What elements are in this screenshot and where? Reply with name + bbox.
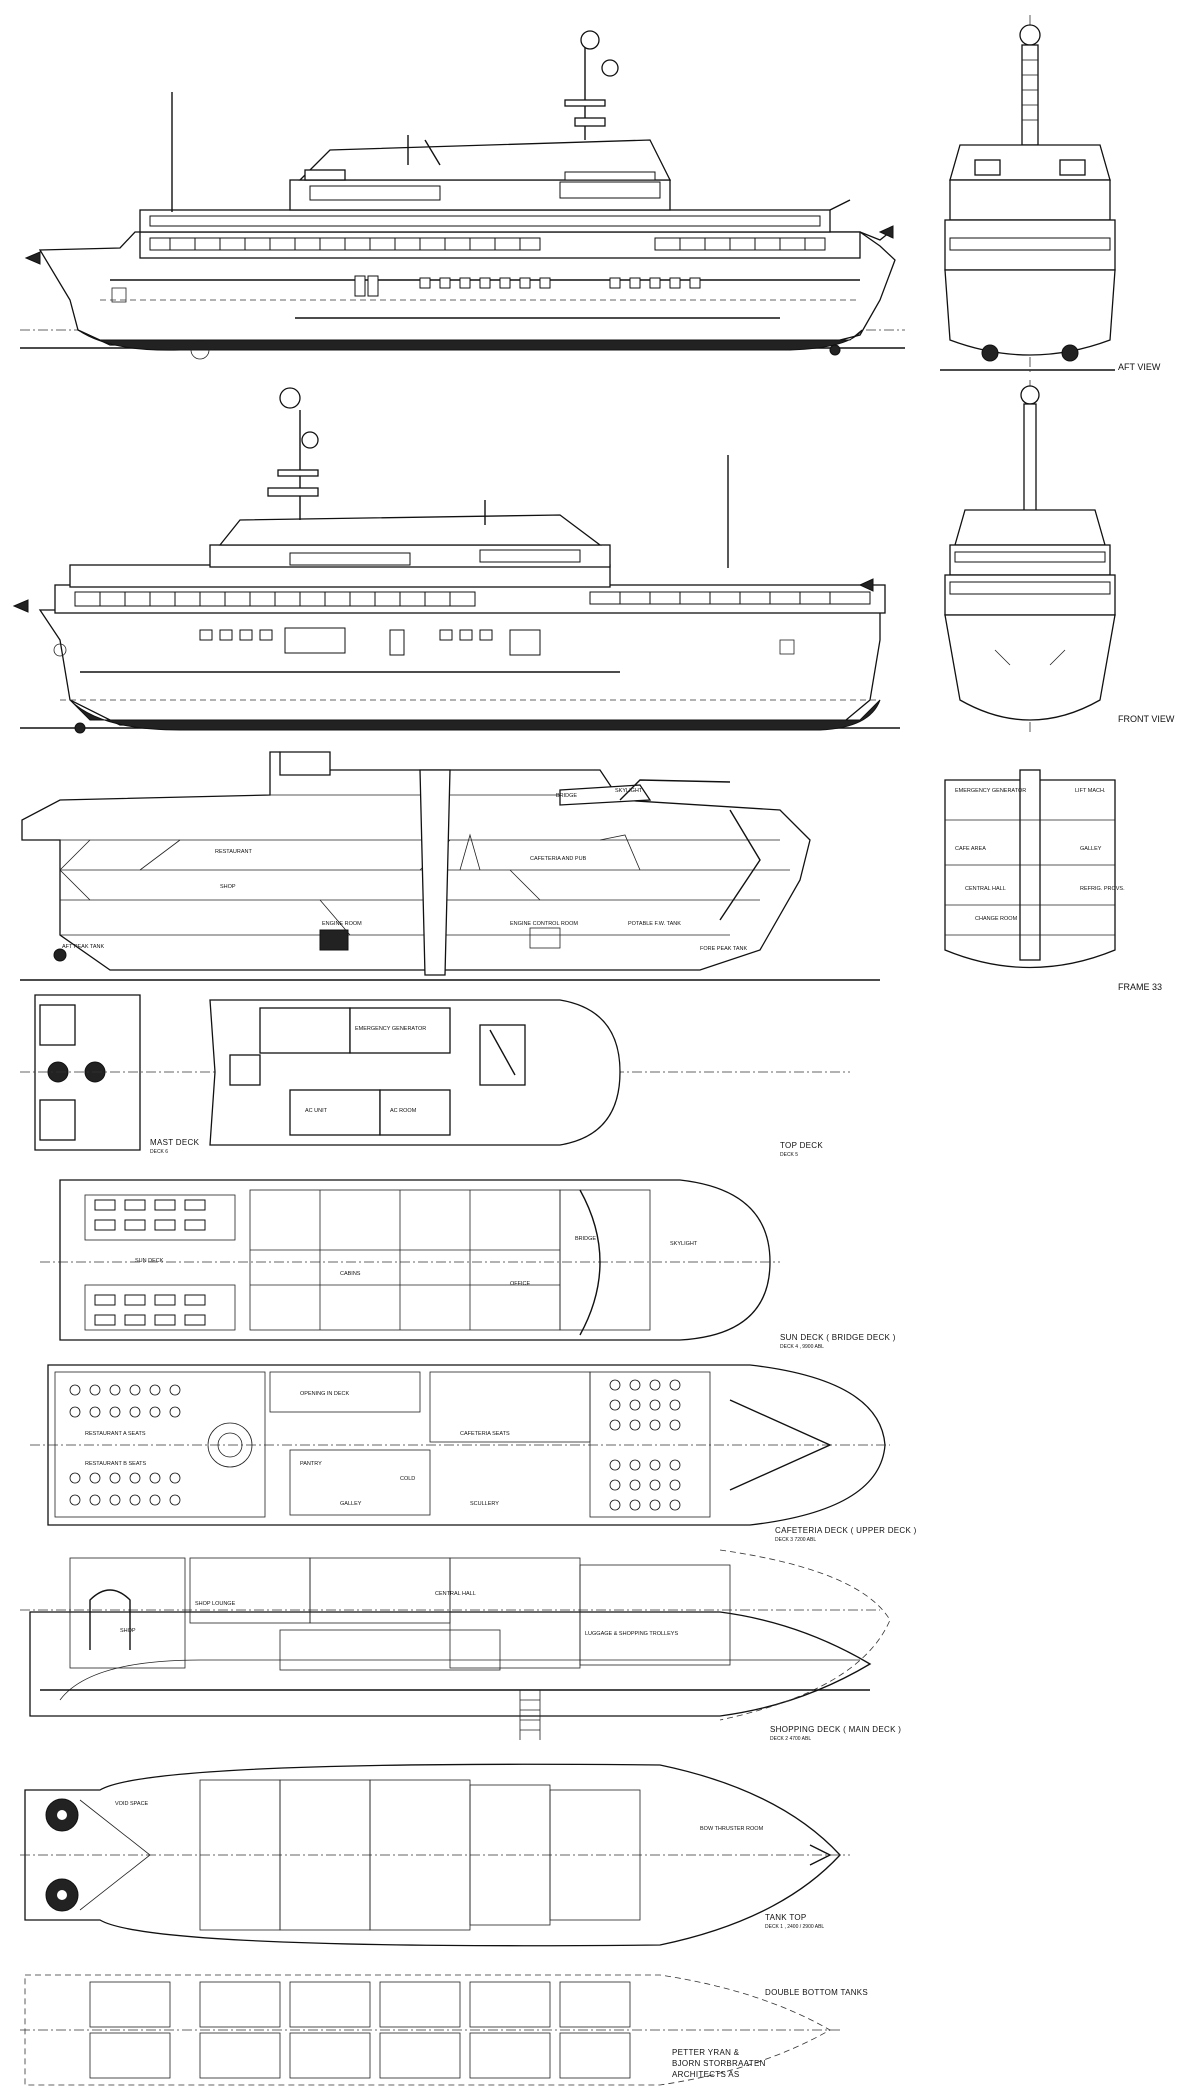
propeller (829, 344, 841, 356)
svg-text:LIFT MACH.: LIFT MACH. (1075, 788, 1106, 794)
side-profile-starboard (20, 30, 905, 360)
svg-text:RESTAURANT B SEATS: RESTAURANT B SEATS (85, 1461, 146, 1467)
frame-33-section: EMERGENCY GENERATOR LIFT MACH. CAFE AREA… (944, 769, 1162, 992)
engine (319, 929, 349, 951)
flag-aft (24, 251, 41, 265)
svg-text:DECK 2 4700 ABL: DECK 2 4700 ABL (770, 1736, 811, 1742)
svg-text:ENGINE CONTROL ROOM: ENGINE CONTROL ROOM (510, 921, 578, 927)
svg-text:VOID SPACE: VOID SPACE (115, 1801, 149, 1807)
svg-text:DECK 5: DECK 5 (780, 1152, 798, 1158)
double-bottom-title: DOUBLE BOTTOM TANKS (765, 1988, 868, 1997)
svg-text:COLD: COLD (400, 1476, 415, 1482)
svg-text:EMERGENCY GENERATOR: EMERGENCY GENERATOR (955, 788, 1026, 794)
svg-text:SHOP: SHOP (220, 884, 236, 890)
tank-top-plan: BOW THRUSTER ROOM VOID SPACE TANK TOP DE… (20, 1763, 850, 1947)
svg-text:BJORN STORBRAATEN: BJORN STORBRAATEN (672, 2059, 766, 2068)
svg-text:FORE PEAK TANK: FORE PEAK TANK (700, 946, 748, 952)
svg-text:GALLEY: GALLEY (1080, 846, 1102, 852)
double-bottom-plan: DOUBLE BOTTOM TANKS (20, 1974, 868, 2086)
svg-text:REFRIG. PROVS.: REFRIG. PROVS. (1080, 886, 1125, 892)
svg-text:CAFE AREA: CAFE AREA (955, 846, 986, 852)
aft-view: AFT VIEW (940, 15, 1161, 375)
flag-bow (878, 225, 894, 239)
svg-text:SCULLERY: SCULLERY (470, 1501, 499, 1507)
svg-text:PANTRY: PANTRY (300, 1461, 322, 1467)
svg-text:EMERGENCY GENERATOR: EMERGENCY GENERATOR (355, 1026, 426, 1032)
underwater-hull (77, 329, 863, 351)
svg-text:AC ROOM: AC ROOM (390, 1108, 417, 1114)
cafeteria-deck-plan: OPENING IN DECK RESTAURANT A SEATS RESTA… (30, 1364, 917, 1543)
svg-text:BRIDGE: BRIDGE (575, 1236, 596, 1242)
aft-view-hull (944, 269, 1116, 356)
shopping-deck-plan: SHOP LOUNGE SHOP CENTRAL HALL LUGGAGE & … (20, 1549, 901, 1742)
tables-restaurant (69, 1384, 181, 1506)
svg-text:ARCHITECTS AS: ARCHITECTS AS (672, 2070, 739, 2079)
front-view-label: FRONT VIEW (1118, 714, 1175, 724)
svg-text:CAFETERIA AND PUB: CAFETERIA AND PUB (530, 856, 587, 862)
svg-text:CENTRAL HALL: CENTRAL HALL (435, 1591, 476, 1597)
svg-text:RESTAURANT A SEATS: RESTAURANT A SEATS (85, 1431, 146, 1437)
shopping-deck-title: SHOPPING DECK ( MAIN DECK ) (770, 1725, 901, 1734)
svg-text:OPENING IN DECK: OPENING IN DECK (300, 1391, 350, 1397)
double-bottom-outline (24, 1974, 831, 2086)
svg-text:OFFICE: OFFICE (510, 1281, 530, 1287)
svg-text:ENGINE ROOM: ENGINE ROOM (322, 921, 362, 927)
svg-text:DECK 4 , 9900 ABL: DECK 4 , 9900 ABL (780, 1344, 824, 1350)
svg-text:DECK 6: DECK 6 (150, 1149, 168, 1155)
svg-text:CENTRAL HALL: CENTRAL HALL (965, 886, 1006, 892)
svg-text:RESTAURANT: RESTAURANT (215, 849, 253, 855)
longitudinal-section: BRIDGE SKYLIGHT RESTAURANT CAFETERIA AND… (20, 751, 880, 981)
mast-deck-plan: MAST DECK DECK 6 (20, 994, 850, 1155)
architect-credit: PETTER YRAN & BJORN STORBRAATEN ARCHITEC… (672, 2048, 766, 2079)
svg-text:SHOP LOUNGE: SHOP LOUNGE (195, 1601, 236, 1607)
svg-text:AFT PEAK TANK: AFT PEAK TANK (62, 944, 105, 950)
svg-text:PETTER YRAN &: PETTER YRAN & (672, 2048, 740, 2057)
svg-text:BOW THRUSTER ROOM: BOW THRUSTER ROOM (700, 1826, 764, 1832)
svg-text:SUN DECK: SUN DECK (135, 1258, 164, 1264)
side-profile-port (12, 387, 900, 734)
svg-text:POTABLE F.W. TANK: POTABLE F.W. TANK (628, 921, 681, 927)
svg-text:AC UNIT: AC UNIT (305, 1108, 328, 1114)
frame-label: FRAME 33 (1118, 982, 1162, 992)
sun-deck-title: SUN DECK ( BRIDGE DECK ) (780, 1333, 896, 1342)
svg-text:CABINS: CABINS (340, 1271, 361, 1277)
svg-text:DECK 1 , 2400 / 2900 ABL: DECK 1 , 2400 / 2900 ABL (765, 1924, 824, 1930)
cafeteria-deck-title: CAFETERIA DECK ( UPPER DECK ) (775, 1526, 917, 1535)
stair-trunk (419, 769, 451, 976)
top-deck-title: TOP DECK (780, 1141, 823, 1150)
hull-port (38, 609, 881, 726)
front-view-hull (944, 614, 1116, 721)
svg-text:SKYLIGHT: SKYLIGHT (615, 788, 643, 794)
section-outline (21, 751, 811, 971)
front-view: FRONT VIEW (944, 380, 1175, 735)
svg-text:SKYLIGHT: SKYLIGHT (670, 1241, 698, 1247)
tables-cafeteria (609, 1379, 681, 1511)
svg-text:BRIDGE: BRIDGE (556, 793, 577, 799)
portholes (354, 275, 701, 297)
svg-text:CAFETERIA SEATS: CAFETERIA SEATS (460, 1431, 510, 1437)
aft-view-label: AFT VIEW (1118, 362, 1161, 372)
svg-text:CHANGE ROOM: CHANGE ROOM (975, 916, 1018, 922)
svg-text:DECK 3 7200 ABL: DECK 3 7200 ABL (775, 1537, 816, 1543)
top-deck-plan: EMERGENCY GENERATOR AC UNIT AC ROOM TOP … (209, 999, 823, 1158)
svg-text:GALLEY: GALLEY (340, 1501, 362, 1507)
sun-deck-plan: SUN DECK BRIDGE SKYLIGHT OFFICE CABINS S… (40, 1179, 896, 1350)
svg-text:LUGGAGE & SHOPPING TROLLEYS: LUGGAGE & SHOPPING TROLLEYS (585, 1631, 678, 1637)
mast-deck-title: MAST DECK (150, 1138, 200, 1147)
svg-text:SHOP: SHOP (120, 1628, 136, 1634)
upper-house (298, 139, 672, 181)
tank-top-title: TANK TOP (765, 1913, 807, 1922)
